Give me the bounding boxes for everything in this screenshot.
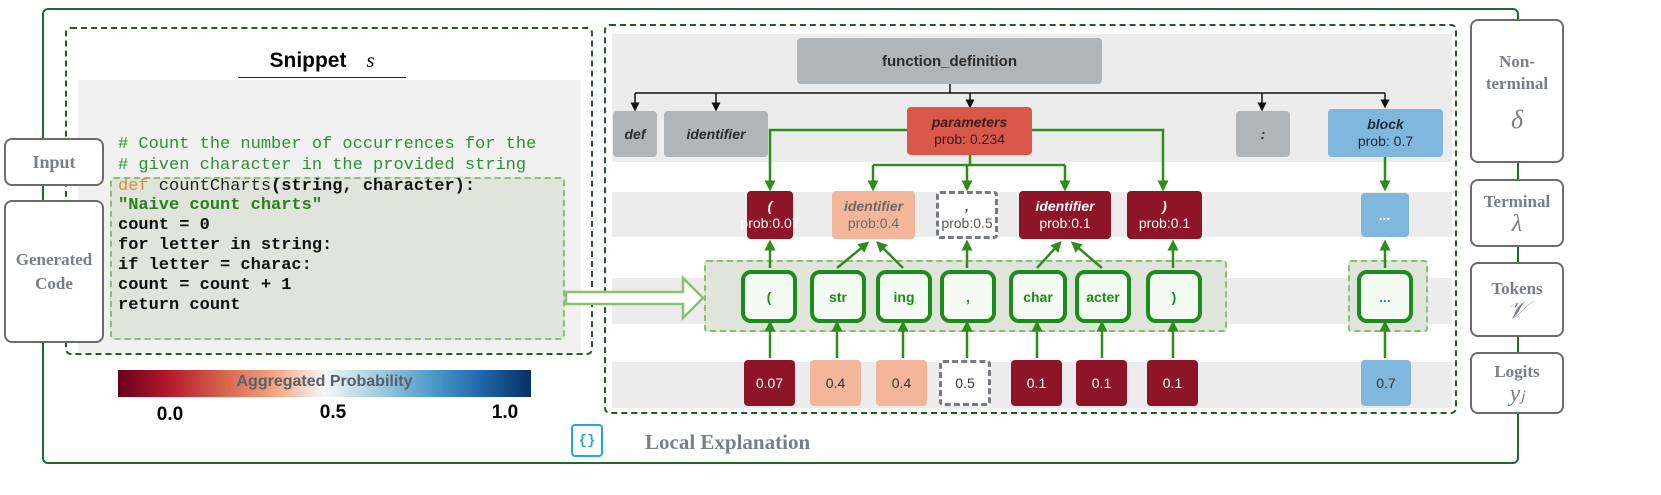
legend-terminal-symbol: λ xyxy=(1511,211,1523,237)
legend-terminal-box: Terminal λ xyxy=(1470,179,1564,247)
terminal-close-paren-label: ) xyxy=(1162,198,1167,214)
node-block-label: block xyxy=(1367,116,1404,132)
terminal-comma: , prob:0.5 xyxy=(936,191,998,239)
logit-block: 0.7 xyxy=(1361,360,1411,406)
token-block-ellipsis: ... xyxy=(1357,270,1413,323)
braces-icon-glyph: {} xyxy=(578,432,596,449)
code-generated-line-4: if letter = charac: xyxy=(118,256,312,275)
node-block-prob: prob: 0.7 xyxy=(1357,133,1414,149)
terminal-comma-prob: prob:0.5 xyxy=(941,215,993,231)
logit-comma: 0.5 xyxy=(939,360,991,406)
code-def-line: def countCharts(string, character): xyxy=(118,176,475,197)
logit-char: 0.1 xyxy=(1011,360,1062,406)
input-label: Input xyxy=(32,151,76,172)
code-def-name: countCharts xyxy=(148,177,272,196)
terminal-identifier-1-label: identifier xyxy=(843,198,904,214)
root-node-function-definition: function_definition xyxy=(797,38,1102,84)
legend-tokens-box: Tokens 𝒱 xyxy=(1470,262,1564,337)
code-generated-line-2: count = 0 xyxy=(118,216,210,235)
terminal-close-paren: ) prob:0.1 xyxy=(1127,191,1202,239)
code-generated-line-3: for letter in string: xyxy=(118,236,333,255)
legend-nonterminal-box: Non- terminal δ xyxy=(1470,19,1564,163)
node-def: def xyxy=(613,111,657,157)
terminal-identifier-1: identifier prob:0.4 xyxy=(832,191,915,239)
legend-nonterminal-symbol: δ xyxy=(1510,105,1524,134)
generated-code-highlight xyxy=(110,177,565,340)
code-def-keyword: def xyxy=(118,177,149,196)
node-identifier: identifier xyxy=(664,111,768,157)
legend-nonterminal-label-2: terminal xyxy=(1485,74,1549,93)
node-block: block prob: 0.7 xyxy=(1328,109,1443,157)
node-colon-label: : xyxy=(1260,125,1266,142)
terminal-identifier-1-prob: prob:0.4 xyxy=(847,215,900,231)
token-close-paren: ) xyxy=(1146,270,1202,323)
local-explanation-label: Local Explanation xyxy=(645,430,811,454)
terminal-open-paren-label: ( xyxy=(767,198,773,214)
logit-str: 0.4 xyxy=(810,360,861,406)
generated-code-label-1: Generated xyxy=(15,249,93,269)
legend-nonterminal-label-1: Non- xyxy=(1499,52,1535,71)
code-generated-line-5: count = count + 1 xyxy=(118,276,292,295)
logit-ing: 0.4 xyxy=(876,360,927,406)
root-node-label: function_definition xyxy=(882,52,1017,70)
token-ing: ing xyxy=(876,270,932,323)
logit-acter: 0.1 xyxy=(1076,360,1127,406)
code-to-tokens-arrow xyxy=(564,274,705,322)
token-char: char xyxy=(1009,270,1067,323)
snippet-title: Snippet s xyxy=(238,48,406,78)
terminal-identifier-2-prob: prob:0.1 xyxy=(1039,215,1091,231)
node-parameters: parameters prob: 0.234 xyxy=(907,107,1032,155)
terminal-identifier-2: identifier prob:0.1 xyxy=(1019,191,1111,239)
node-parameters-label: parameters xyxy=(931,114,1008,130)
node-identifier-label: identifier xyxy=(686,125,746,142)
legend-logits-label: Logits xyxy=(1494,362,1540,381)
logit-open-paren: 0.07 xyxy=(744,360,795,406)
node-def-label: def xyxy=(624,125,646,142)
code-generated-line-1: "Naive count charts" xyxy=(118,196,323,215)
code-comment-line-1: # Count the number of occurrences for th… xyxy=(118,135,537,154)
token-open-paren: ( xyxy=(741,270,797,323)
token-acter: acter xyxy=(1075,270,1131,323)
terminal-open-paren-prob: prob:0.07 xyxy=(740,215,800,231)
generated-code-label-box: Generated Code xyxy=(4,200,104,343)
legend-logits-box: Logits yⱼ xyxy=(1470,352,1564,414)
code-comment-line-2: # given character in the provided string xyxy=(118,156,527,175)
terminal-identifier-2-label: identifier xyxy=(1035,198,1095,214)
legend-tokens-symbol: 𝒱 xyxy=(1507,297,1527,324)
legend-tokens-label: Tokens xyxy=(1491,278,1543,298)
generated-code-label-2: Code xyxy=(35,273,73,293)
local-explanation-panel xyxy=(604,24,1457,414)
terminal-close-paren-prob: prob:0.1 xyxy=(1138,215,1191,231)
snippet-symbol: s xyxy=(366,48,375,72)
colorbar-title: Aggregated Probability xyxy=(236,373,413,390)
terminal-comma-label: , xyxy=(965,198,969,214)
code-generated-line-6: return count xyxy=(118,296,241,315)
colorbar-tick-0: 0.0 xyxy=(156,404,184,425)
colorbar xyxy=(118,370,531,397)
snippet-title-text: Snippet xyxy=(269,49,347,72)
legend-logits-symbol: yⱼ xyxy=(1509,381,1525,407)
node-colon: : xyxy=(1236,111,1290,157)
terminal-block-ellipsis: ... xyxy=(1361,193,1409,237)
legend-terminal-label: Terminal xyxy=(1483,192,1551,211)
braces-icon: {} xyxy=(571,424,603,457)
snippet-panel xyxy=(65,27,593,355)
node-parameters-prob: prob: 0.234 xyxy=(934,131,1005,147)
colorbar-tick-05: 0.5 xyxy=(319,402,347,423)
input-label-box: Input xyxy=(4,138,104,186)
code-def-args: (string, character): xyxy=(271,177,476,196)
token-str: str xyxy=(810,270,866,323)
colorbar-tick-1: 1.0 xyxy=(491,402,519,423)
token-comma: , xyxy=(940,270,996,323)
logit-close-paren: 0.1 xyxy=(1147,360,1198,406)
terminal-block-ellipsis-label: ... xyxy=(1379,206,1391,223)
terminal-open-paren: ( prob:0.07 xyxy=(740,191,800,239)
